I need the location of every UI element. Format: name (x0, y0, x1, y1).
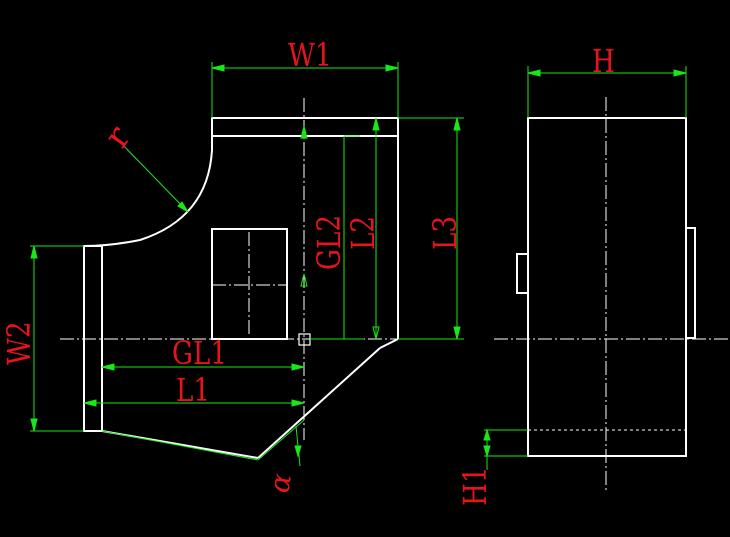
l1-dimension-line (83, 399, 305, 407)
centerlines (60, 97, 728, 490)
dimension-labels: W1 H r GL2 L2 L3 W2 GL1 L1 α H1 (0, 36, 614, 506)
side-outlet-opening (211, 228, 288, 340)
front-view-outline (83, 117, 399, 459)
l3-label: L3 (426, 216, 463, 250)
gl2-label: GL2 (310, 215, 347, 270)
l2-label: L2 (344, 216, 381, 250)
side-view-outline (516, 117, 696, 457)
l1-label: L1 (176, 371, 210, 408)
h-dimension-line (527, 66, 687, 118)
side-view-right-tab (685, 227, 696, 339)
side-view-left-tab (516, 253, 529, 294)
w2-dimension-line (30, 245, 84, 432)
gl2-dimension-line (300, 125, 364, 340)
h1-label: H1 (456, 466, 493, 506)
w1-dimension-line (211, 62, 399, 118)
alpha-label: α (262, 471, 298, 495)
gl1-dimension-line (101, 363, 305, 371)
gl1-label: GL1 (172, 334, 227, 371)
l2-dimension-line (372, 117, 380, 340)
h1-dimension-line (483, 428, 528, 470)
miter-diagonal-edge (257, 347, 381, 459)
alpha-angle-lines (101, 419, 305, 467)
miter-corner-edge (379, 338, 399, 349)
dimension-lines (30, 62, 687, 470)
w1-label: W1 (288, 36, 332, 73)
left-flange (83, 245, 103, 432)
inner-radius-curve (83, 136, 213, 247)
l3-dimension-line (398, 117, 464, 340)
r-leader-line (117, 139, 189, 213)
h-label: H (592, 42, 615, 79)
side-view-body (527, 117, 687, 457)
r-label: r (97, 118, 140, 155)
w2-label: W2 (0, 321, 37, 365)
